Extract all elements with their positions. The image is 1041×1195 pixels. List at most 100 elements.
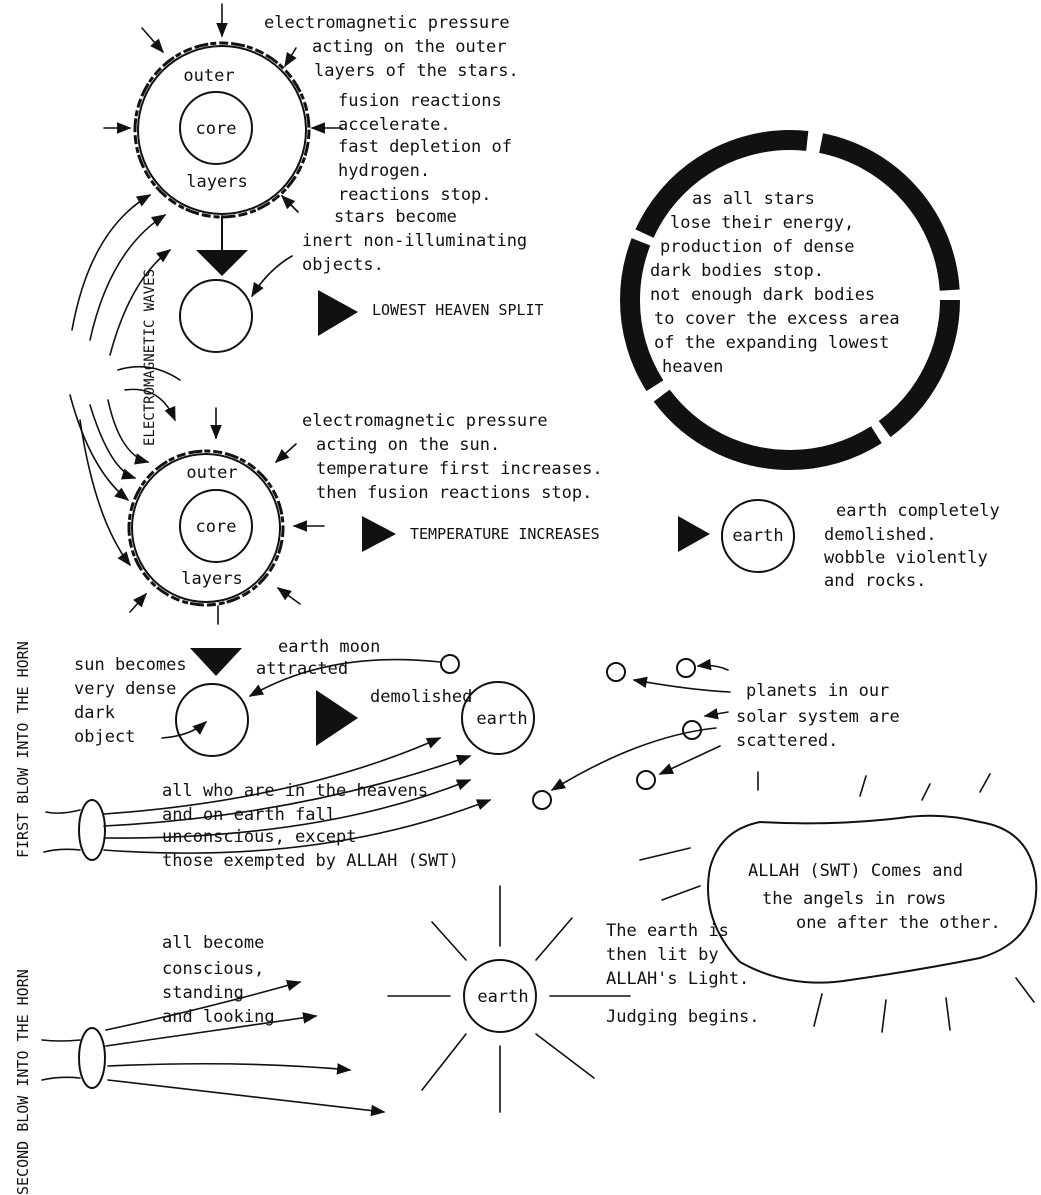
svg-text:of the expanding lowest: of the expanding lowest <box>654 333 889 353</box>
down-arrow-icon <box>196 250 248 276</box>
first-blow-side-label: FIRST BLOW INTO THE HORN <box>14 641 32 858</box>
star-diagram: outer core layers <box>103 3 343 353</box>
right-triangle-icon <box>318 290 358 336</box>
electromagnetic-waves: ELECTROMAGNETIC WAVES <box>69 194 181 567</box>
svg-text:solar system are: solar system are <box>736 707 900 727</box>
sun-core-label: core <box>196 517 237 537</box>
sun-notes: electromagnetic pressure acting on the s… <box>302 411 603 503</box>
svg-text:lose their energy,: lose their energy, <box>670 213 854 233</box>
demolished-earth-label: earth <box>476 709 527 729</box>
sun-becomes-notes: sun becomes very dense dark object <box>74 655 187 747</box>
lit-earth-label: earth <box>477 987 528 1007</box>
svg-text:planets in our: planets in our <box>746 681 889 701</box>
svg-text:wobble violently: wobble violently <box>824 548 988 568</box>
svg-text:then lit by: then lit by <box>606 945 719 965</box>
demolished-earth-circle <box>461 681 535 755</box>
svg-text:to cover the excess area: to cover the excess area <box>654 309 900 329</box>
star-pressure-arrows <box>103 3 343 213</box>
second-horn <box>41 979 386 1117</box>
svg-text:layers of the stars.: layers of the stars. <box>314 61 519 81</box>
down-arrow-icon <box>190 648 242 676</box>
svg-text:those exempted by ALLAH (SWT): those exempted by ALLAH (SWT) <box>162 851 459 871</box>
svg-text:inert non-illuminating: inert non-illuminating <box>302 231 527 251</box>
svg-text:dark bodies stop.: dark bodies stop. <box>650 261 824 281</box>
svg-text:ALLAH (SWT) Comes and: ALLAH (SWT) Comes and <box>748 861 963 881</box>
svg-text:ALLAH's Light.: ALLAH's Light. <box>606 969 749 989</box>
svg-text:The earth is: The earth is <box>606 921 729 941</box>
star-core-label: core <box>196 119 237 139</box>
svg-text:and looking: and looking <box>162 1007 275 1027</box>
cloud-notes: ALLAH (SWT) Comes and the angels in rows… <box>748 861 1001 933</box>
svg-text:earth completely: earth completely <box>836 501 1000 521</box>
temperature-increases-label: TEMPERATURE INCREASES <box>410 525 600 543</box>
inert-star-circle <box>179 279 253 353</box>
svg-text:fast depletion of: fast depletion of <box>338 137 512 157</box>
svg-text:electromagnetic pressure: electromagnetic pressure <box>264 13 510 33</box>
svg-text:electromagnetic pressure: electromagnetic pressure <box>302 411 548 431</box>
second-blow-side-label: SECOND BLOW INTO THE HORN <box>14 969 32 1195</box>
right-triangle-icon <box>362 516 396 552</box>
svg-text:the angels in rows: the angels in rows <box>762 889 946 909</box>
star-layers-label: layers <box>186 172 247 192</box>
right-triangle-icon <box>678 516 710 552</box>
svg-text:and rocks.: and rocks. <box>824 571 926 591</box>
dense-sun <box>161 683 249 757</box>
sun-layers-label: layers <box>181 569 242 589</box>
sun-diagram: outer core layers <box>127 407 325 676</box>
svg-text:dark: dark <box>74 703 115 723</box>
demolished-label: demolished <box>370 687 472 707</box>
sun-outer-label: outer <box>186 463 237 483</box>
first-horn-notes: all who are in the heavens and on earth … <box>162 781 459 871</box>
svg-text:all who are in the heavens: all who are in the heavens <box>162 781 428 801</box>
light-notes: The earth is then lit by ALLAH's Light. … <box>606 921 760 1027</box>
electromagnetic-waves-label: ELECTROMAGNETIC WAVES <box>142 269 158 446</box>
earth-notes: earth completely demolished. wobble viol… <box>824 501 1000 591</box>
svg-text:then fusion reactions stop.: then fusion reactions stop. <box>316 483 592 503</box>
svg-text:scattered.: scattered. <box>736 731 838 751</box>
svg-text:very dense: very dense <box>74 679 176 699</box>
svg-text:sun becomes: sun becomes <box>74 655 187 675</box>
divine-cloud <box>639 771 1038 1033</box>
svg-text:as all stars: as all stars <box>692 189 815 209</box>
svg-text:earth moon: earth moon <box>278 637 380 657</box>
svg-text:acting on the sun.: acting on the sun. <box>316 435 500 455</box>
lowest-heaven-split-label: LOWEST HEAVEN SPLIT <box>372 301 544 319</box>
svg-text:attracted: attracted <box>256 659 348 679</box>
first-horn <box>43 737 492 861</box>
sun-pressure-arrows <box>129 407 325 613</box>
star-notes: electromagnetic pressure acting on the o… <box>264 13 527 275</box>
svg-text:objects.: objects. <box>302 255 384 275</box>
svg-text:unconscious, except: unconscious, except <box>162 827 356 847</box>
scattered-planets <box>532 658 731 810</box>
svg-text:conscious,: conscious, <box>162 959 264 979</box>
svg-text:stars become: stars become <box>334 207 457 227</box>
svg-text:acting on the outer: acting on the outer <box>312 37 506 57</box>
moon-notes: earth moon attracted <box>256 637 380 679</box>
star-outer-label: outer <box>183 66 234 86</box>
earth-label: earth <box>732 526 783 546</box>
svg-text:accelerate.: accelerate. <box>338 115 451 135</box>
svg-text:and on earth fall: and on earth fall <box>162 805 336 825</box>
svg-text:all become: all become <box>162 933 264 953</box>
planets-notes: planets in our solar system are scattere… <box>736 681 900 751</box>
moon-circle <box>440 654 460 674</box>
ring-text: as all stars lose their energy, producti… <box>650 189 900 377</box>
svg-text:one after the other.: one after the other. <box>796 913 1001 933</box>
svg-text:temperature first increases.: temperature first increases. <box>316 459 603 479</box>
svg-text:standing: standing <box>162 983 244 1003</box>
svg-text:hydrogen.: hydrogen. <box>338 161 430 181</box>
svg-text:reactions stop.: reactions stop. <box>338 185 492 205</box>
svg-text:demolished.: demolished. <box>824 525 937 545</box>
svg-text:heaven: heaven <box>662 357 723 377</box>
svg-text:not enough dark bodies: not enough dark bodies <box>650 285 875 305</box>
right-triangle-icon <box>316 690 358 746</box>
radiant-earth: earth <box>387 885 631 1113</box>
earth-circle <box>721 499 795 573</box>
second-horn-notes: all become conscious, standing and looki… <box>162 933 275 1027</box>
judging-label: Judging begins. <box>606 1007 760 1027</box>
svg-text:production of dense: production of dense <box>660 237 854 257</box>
svg-text:object: object <box>74 727 135 747</box>
lowest-heaven-ring <box>620 130 960 470</box>
svg-text:fusion reactions: fusion reactions <box>338 91 502 111</box>
